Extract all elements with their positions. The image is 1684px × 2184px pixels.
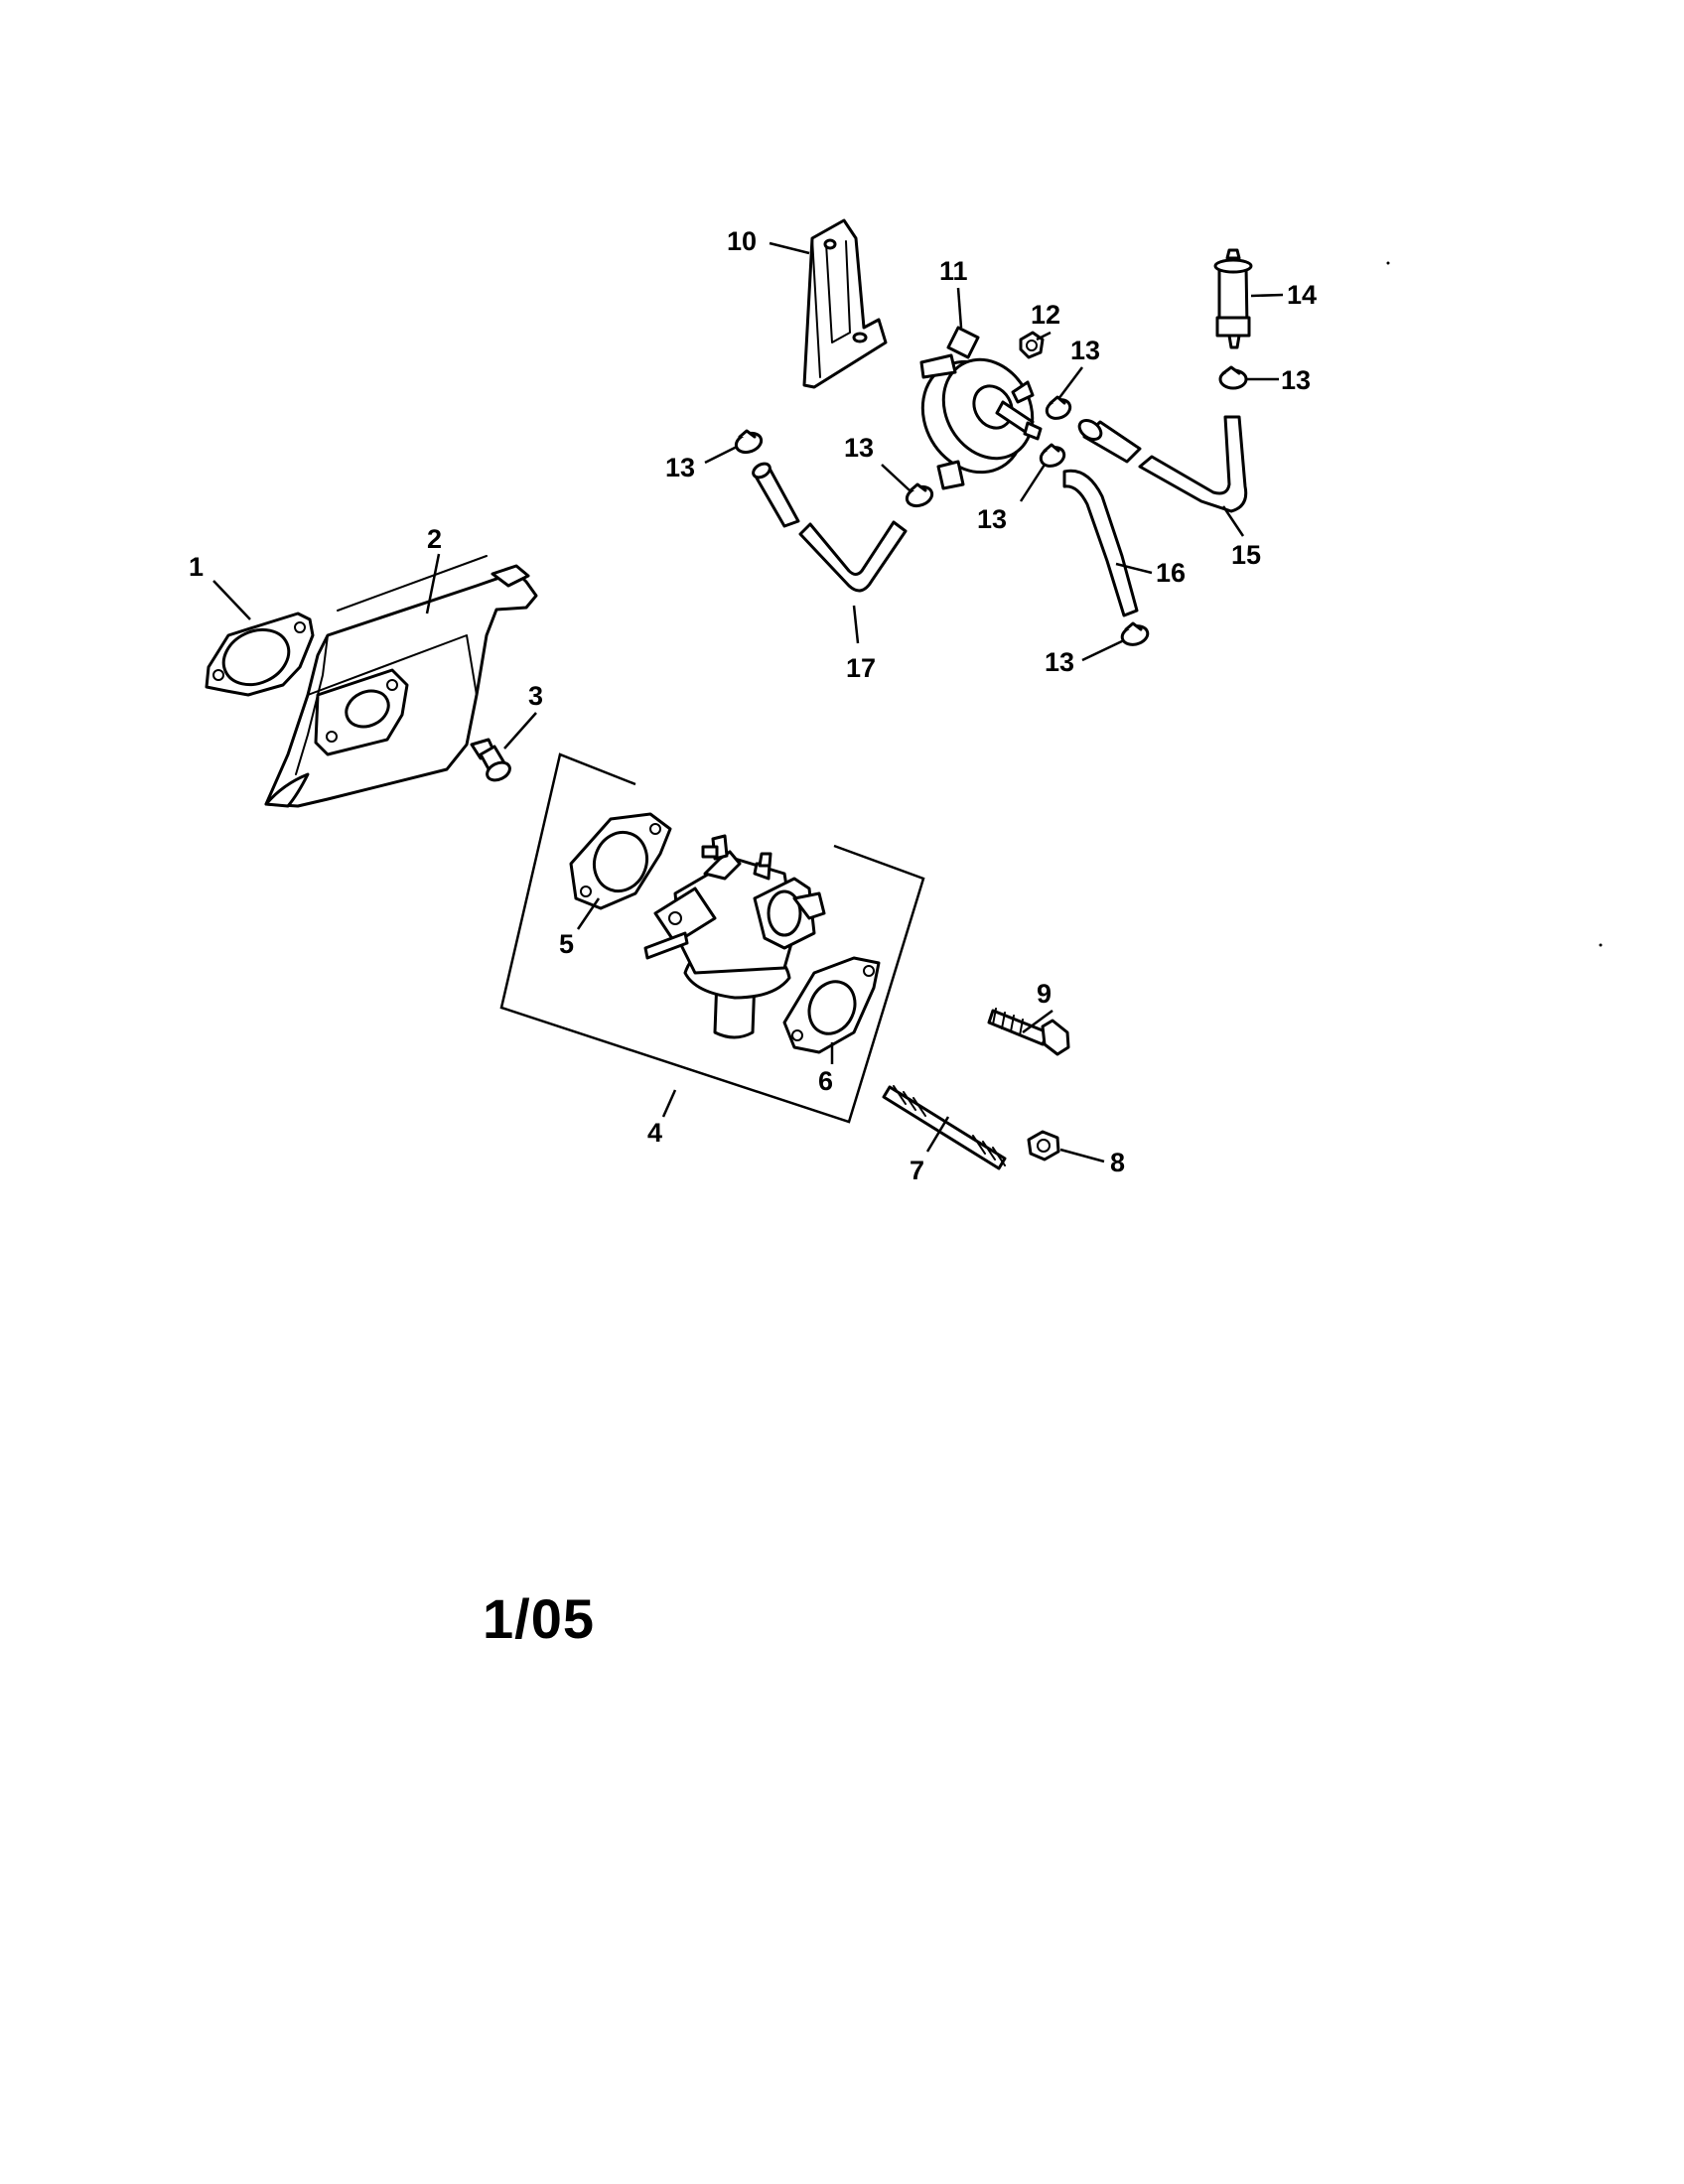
part-5-gasket <box>569 812 672 910</box>
part-17-hose <box>752 462 908 593</box>
part-13-clamp-e <box>1218 365 1248 390</box>
callout-2: 2 <box>427 524 442 554</box>
part-15-hose <box>1077 415 1248 513</box>
leader-lines <box>212 241 1284 1163</box>
part-12-screw <box>1019 331 1045 359</box>
callout-13-pump-lower: 13 <box>977 504 1007 534</box>
part-16-hose <box>1062 469 1139 617</box>
callout-9: 9 <box>1037 979 1052 1009</box>
callout-12: 12 <box>1031 300 1060 330</box>
callout-13-pump-right: 13 <box>1070 336 1100 365</box>
callout-13-pump-outlet: 13 <box>844 433 874 463</box>
part-8-nut <box>1027 1130 1060 1161</box>
callout-17: 17 <box>846 653 876 683</box>
part-7-stud <box>882 1085 1007 1170</box>
part-14-fuel-filter <box>1213 248 1253 349</box>
callout-1: 1 <box>189 552 204 582</box>
stray-mark <box>1386 261 1390 265</box>
part-13-clamp-c <box>1045 395 1072 420</box>
part-3-bolt <box>470 738 511 782</box>
part-2-shroud <box>264 555 538 808</box>
part-4-kit-box <box>499 752 925 1124</box>
part-9-bolt <box>987 1008 1070 1056</box>
callout-5: 5 <box>559 929 574 959</box>
part-6-gasket <box>782 956 881 1054</box>
callout-4: 4 <box>647 1118 662 1148</box>
revision-date: 1/05 <box>483 1587 595 1650</box>
callout-16: 16 <box>1156 558 1186 588</box>
callout-11: 11 <box>939 256 968 286</box>
stray-mark <box>1599 943 1603 947</box>
part-10-bracket <box>802 218 888 389</box>
callout-15: 15 <box>1231 540 1261 570</box>
callout-8: 8 <box>1110 1148 1125 1177</box>
callout-6: 6 <box>818 1066 833 1096</box>
part-11-fuel-pump <box>919 326 1043 490</box>
callout-13-bottom: 13 <box>1045 647 1074 677</box>
part-1-gasket <box>205 612 315 697</box>
callout-10: 10 <box>727 226 757 256</box>
carburetor <box>643 834 826 1039</box>
part-13-clamp-a <box>734 429 764 455</box>
callout-3: 3 <box>528 681 543 711</box>
callout-13-left-hose: 13 <box>665 453 695 482</box>
part-13-clamp-f <box>1120 621 1150 646</box>
part-13-clamp-b <box>905 482 934 508</box>
callout-14: 14 <box>1287 280 1317 310</box>
part-13-clamp-d <box>1039 443 1066 468</box>
callout-7: 7 <box>910 1156 924 1185</box>
callouts: 1 2 3 4 5 6 7 8 9 10 11 12 13 13 13 13 1… <box>189 226 1317 1185</box>
callout-13-filter: 13 <box>1281 365 1311 395</box>
